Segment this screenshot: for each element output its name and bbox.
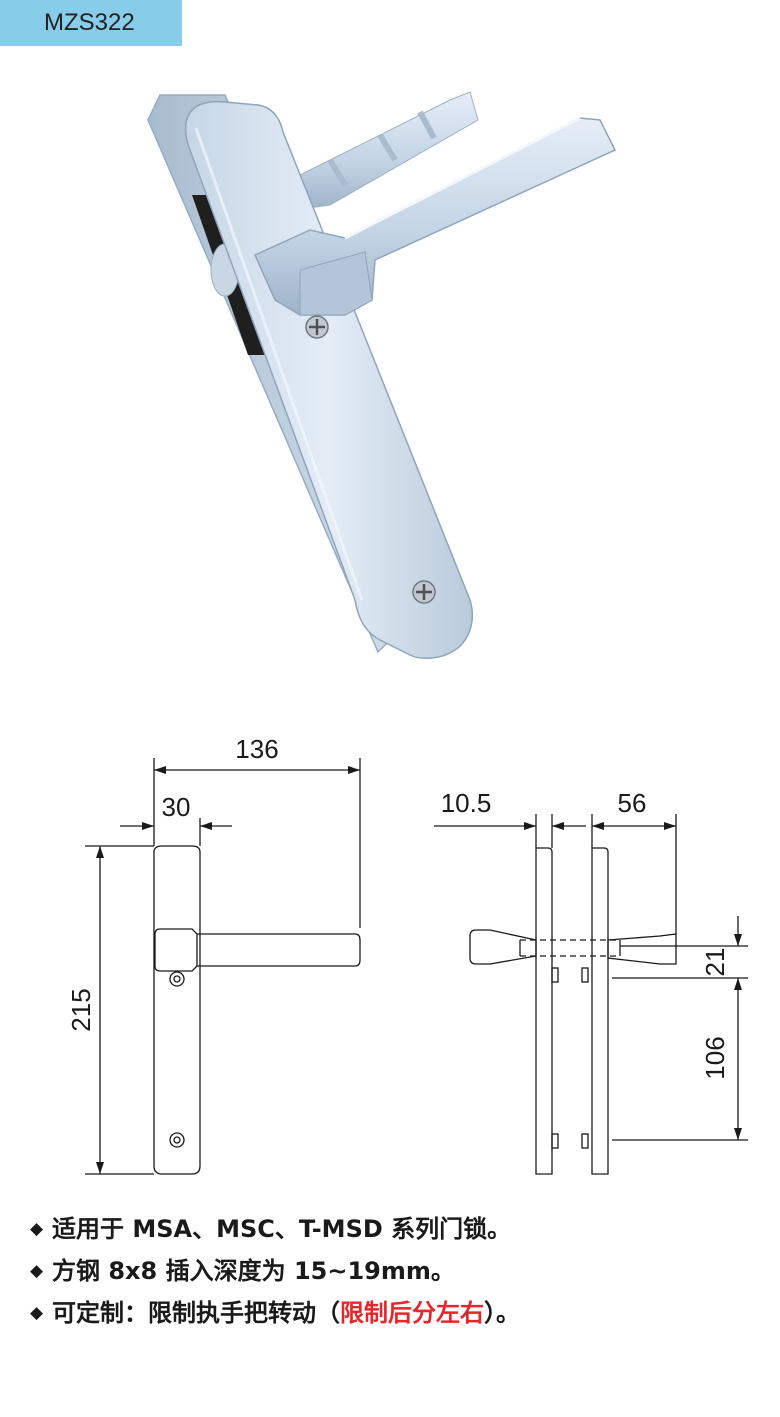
dim-width-total: 136: [235, 734, 278, 764]
model-tag: MZS322: [0, 0, 182, 46]
dim-plate-gap: 10.5: [441, 788, 492, 818]
note-text: 方钢 8x8 插入深度为 15~19mm。: [52, 1257, 455, 1285]
rear-handle-arm: [294, 91, 479, 211]
note-item: ◆ 可定制：限制执手把转动（限制后分左右）。: [30, 1292, 770, 1334]
dim-plate-width: 30: [162, 792, 191, 822]
front-handle-lever: [254, 116, 617, 316]
dim-height: 215: [66, 988, 96, 1031]
note-text-prefix: 可定制：限制执手把转动（: [52, 1299, 340, 1327]
diamond-bullet-icon: ◆: [30, 1303, 44, 1323]
note-item: ◆ 方钢 8x8 插入深度为 15~19mm。: [30, 1250, 770, 1292]
dim-screw-spacing: 106: [700, 1036, 730, 1079]
phillips-screw-icon: [412, 580, 436, 604]
note-text: 适用于 MSA、MSC、T-MSD 系列门锁。: [52, 1215, 512, 1243]
phillips-screw-icon: [305, 315, 329, 339]
product-illustration: [147, 91, 617, 660]
front-view: [85, 758, 361, 1175]
dim-spindle-offset: 21: [700, 948, 730, 977]
note-highlight: 限制后分左右: [340, 1299, 484, 1327]
spec-notes: ◆ 适用于 MSA、MSC、T-MSD 系列门锁。 ◆ 方钢 8x8 插入深度为 1…: [30, 1208, 770, 1334]
diamond-bullet-icon: ◆: [30, 1261, 44, 1281]
front-plate: [184, 100, 474, 660]
note-text-suffix: ）。: [484, 1299, 520, 1327]
dim-handle-projection: 56: [618, 788, 647, 818]
note-item: ◆ 适用于 MSA、MSC、T-MSD 系列门锁。: [30, 1208, 770, 1250]
diamond-bullet-icon: ◆: [30, 1219, 44, 1239]
model-number: MZS322: [44, 9, 135, 36]
side-view: [434, 814, 748, 1175]
